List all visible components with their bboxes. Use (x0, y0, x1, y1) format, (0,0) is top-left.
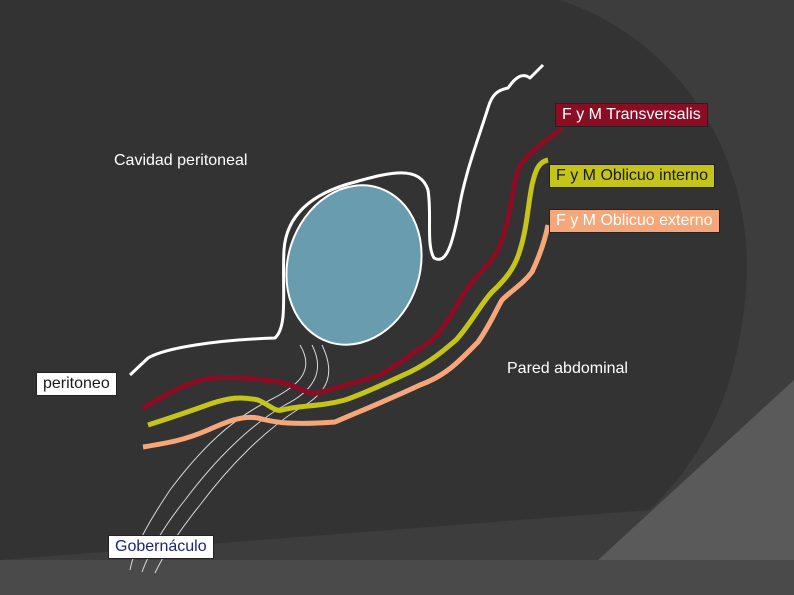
label-peritoneo: peritoneo (36, 372, 117, 396)
label-oblicuo-externo: F y M Oblicuo externo (549, 209, 720, 233)
label-cavidad-peritoneal: Cavidad peritoneal (114, 150, 247, 172)
label-gubernaculo: Gobernáculo (108, 535, 214, 559)
label-oblicuo-interno: F y M Oblicuo interno (549, 164, 715, 188)
label-pared-abdominal: Pared abdominal (507, 358, 628, 380)
background-bottom-band (0, 560, 794, 595)
label-transversalis: F y M Transversalis (555, 103, 708, 127)
